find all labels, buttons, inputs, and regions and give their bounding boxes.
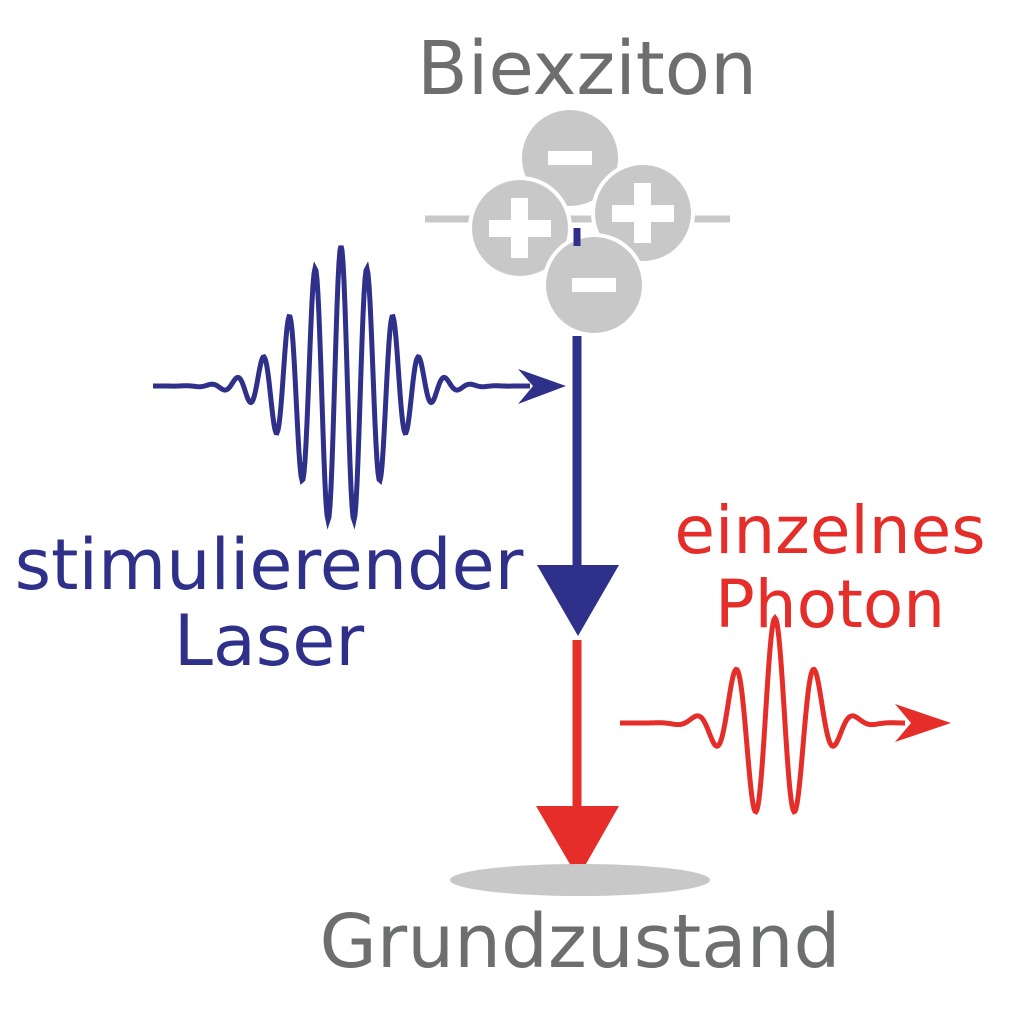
stimulated-transition-arrowhead — [537, 565, 619, 636]
photon-label-line1: einzelnes — [674, 492, 986, 569]
laser-pulse-wave — [152, 245, 530, 530]
photon-arrowhead — [895, 704, 951, 742]
ground-state-label: Grundzustand — [319, 899, 841, 985]
photon-pulse-wave — [620, 613, 906, 815]
laser-label-line1: stimulierender — [14, 524, 524, 606]
emission-transition-arrowhead — [536, 806, 619, 878]
laser-label-line2: Laser — [173, 599, 365, 682]
ground-state-shadow — [450, 864, 710, 896]
laser-arrowhead — [518, 369, 566, 404]
biexciton-label: Biexziton — [417, 26, 757, 112]
laser-label: stimulierender Laser — [14, 524, 524, 682]
photon-label: einzelnes Photon — [640, 494, 1020, 642]
particle-minus-bottom — [542, 233, 646, 337]
particle-plus-left — [468, 176, 572, 280]
photon-label-line2: Photon — [714, 565, 946, 643]
particle-plus-right — [591, 161, 695, 265]
